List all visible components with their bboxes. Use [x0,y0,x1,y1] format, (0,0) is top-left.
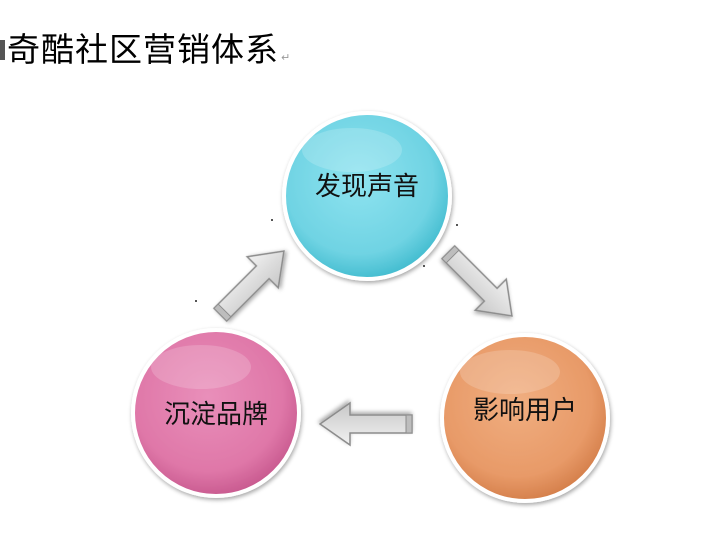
title-block: 奇酷社区营销体系 ↵ [0,30,290,70]
stray-dot [195,300,197,302]
stray-dot [423,265,425,267]
title-bullet-bar [0,40,5,60]
node-label-influence: 影响用户 [472,396,577,426]
arrow-influence-to-settle [318,401,413,447]
slide-title: 奇酷社区营销体系 [7,30,279,69]
arrow-settle-to-discover [212,250,285,323]
node-discover-voice [282,111,452,281]
arrow-discover-to-influence [440,244,513,317]
node-settle-brand [131,328,301,498]
node-label-discover: 发现声音 [314,172,419,202]
stray-dot [271,219,273,221]
node-label-settle: 沉淀品牌 [163,400,268,430]
return-mark-icon: ↵ [281,50,291,64]
stray-dot [456,224,458,226]
node-influence-users [440,333,610,503]
